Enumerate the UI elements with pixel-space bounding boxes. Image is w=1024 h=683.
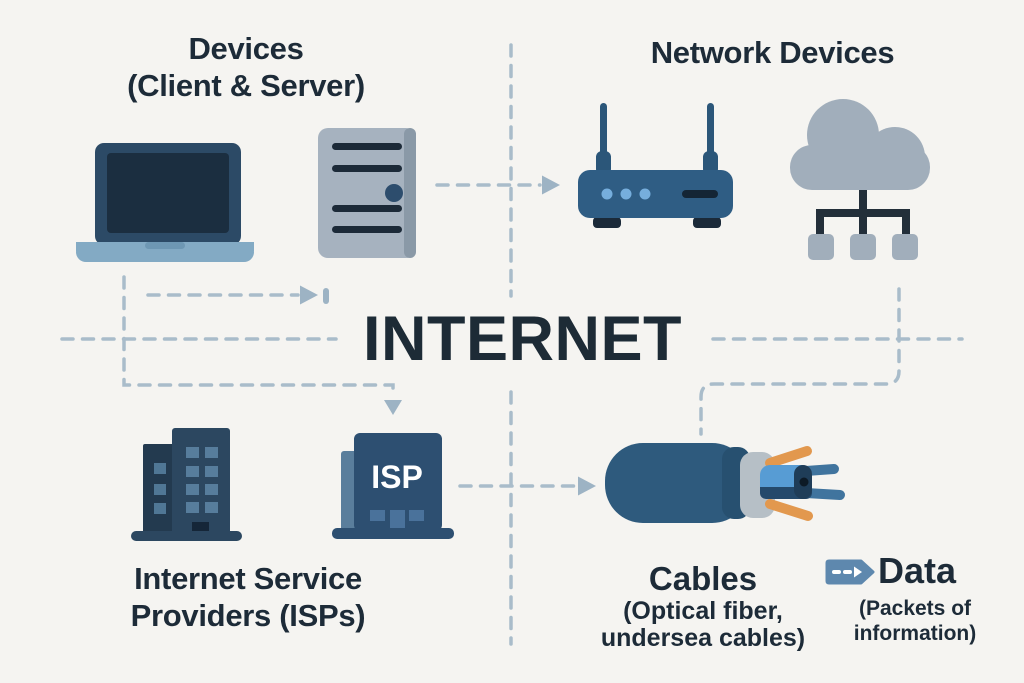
data-sublabel: (Packets of information) <box>845 596 985 646</box>
fiber-optic-cable-icon <box>600 425 850 530</box>
cables-label: Cables (Optical fiber, undersea cables) <box>578 560 828 652</box>
isp-building-sign: ISP <box>371 459 423 495</box>
internet-label: INTERNET <box>363 304 682 374</box>
network-devices-title: Network Devices <box>650 35 895 70</box>
data-sublabel-line1: (Packets of <box>858 597 972 620</box>
isp-label-line2: Providers (ISPs) <box>130 598 366 633</box>
cables-label-line1: Cables <box>648 560 758 597</box>
data-sublabel-line2: information) <box>853 622 977 645</box>
devices-title-line1: Devices <box>188 31 304 66</box>
data-label: Data <box>878 550 957 591</box>
server-tower-icon <box>312 122 422 264</box>
cables-label-line2: (Optical fiber, <box>623 597 783 625</box>
arrowhead-into-cable <box>578 476 596 496</box>
wifi-router-icon <box>570 95 745 230</box>
devices-title-line2: (Client & Server) <box>127 68 365 103</box>
cloud-to-cable-elbow <box>699 287 901 436</box>
arrowhead-below-laptop <box>300 285 318 305</box>
arrowhead-into-isp <box>384 400 402 415</box>
cables-label-line3: undersea cables) <box>600 624 806 652</box>
cloud-network-icon <box>785 95 935 265</box>
laptop-icon <box>70 138 260 266</box>
devices-title: Devices (Client & Server) <box>96 30 396 104</box>
isp-label: Internet Service Providers (ISPs) <box>98 560 398 634</box>
isp-label-line1: Internet Service <box>134 561 362 596</box>
arrowhead-into-router <box>542 175 560 195</box>
data-packet-tag-icon <box>824 558 876 588</box>
office-building-icon <box>125 420 250 545</box>
isp-building-icon: ISP <box>328 428 458 543</box>
